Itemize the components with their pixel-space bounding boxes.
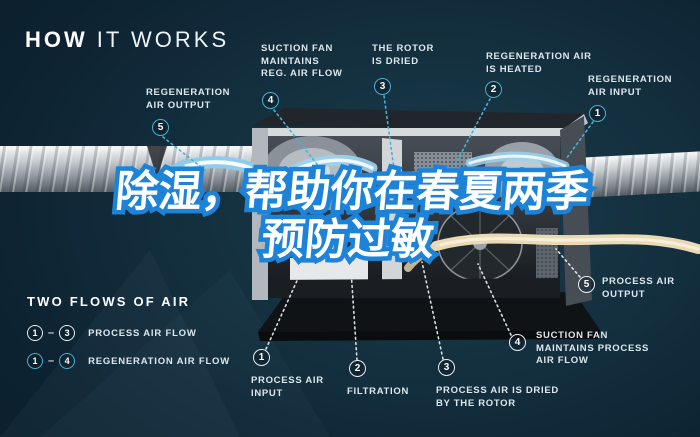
machine-top-rim (252, 108, 584, 130)
title-light: IT WORKS (96, 27, 230, 52)
step-badge-regen-4: 4 (262, 92, 279, 109)
duct-left (0, 146, 256, 192)
callout-suction-fan-reg: SUCTION FAN MAINTAINS REG. AIR FLOW (261, 43, 343, 79)
step-badge-process-3: 3 (438, 359, 455, 376)
step-badge-regen-3: 3 (374, 78, 391, 95)
callout-rotor-is-dried: THE ROTOR IS DRIED (372, 43, 435, 67)
legend-dash: – (48, 355, 55, 367)
legend-circle-to: 4 (59, 353, 76, 369)
filter-mesh (414, 152, 472, 188)
callout-regen-air-heated: REGENERATION AIR IS HEATED (486, 51, 592, 75)
legend-title: TWO FLOWS OF AIR (27, 294, 191, 309)
title-bold: HOW (25, 27, 88, 52)
regen-leader-lines (162, 95, 594, 199)
callout-process-air-dried: PROCESS AIR IS DRIED BY THE ROTOR (436, 385, 559, 409)
page-title: HOW IT WORKS (25, 27, 229, 53)
callout-filtration: FILTRATION (347, 386, 410, 397)
step-badge-process-1: 1 (253, 349, 270, 366)
duct-notch (147, 146, 167, 178)
step-badge-regen-2: 2 (485, 81, 502, 98)
step-badge-process-5: 5 (578, 276, 595, 293)
step-badge-regen-5: 5 (152, 119, 169, 136)
airflow-arrowhead (160, 159, 186, 181)
divider-panel (382, 138, 402, 296)
regen-airflow-ribbon (404, 233, 700, 272)
legend-circle-to: 3 (59, 325, 76, 341)
callout-regen-air-input: REGENERATION AIR INPUT (588, 74, 673, 98)
legend-row-regeneration: 1 – 4 REGENERATION AIR FLOW (27, 353, 230, 369)
legend-row-process: 1 – 3 PROCESS AIR FLOW (27, 325, 197, 341)
process-airflow-ribbons (160, 151, 570, 211)
light-ray (0, 250, 240, 437)
step-badge-regen-1: 1 (589, 105, 606, 122)
step-badge-process-2: 2 (349, 360, 366, 377)
step-badge-process-4: 4 (509, 334, 526, 351)
legend-dash: – (48, 327, 55, 339)
callout-regeneration-air-output: REGENERATION AIR OUTPUT (146, 87, 231, 111)
machine-unit (252, 108, 600, 341)
heater-element (412, 171, 492, 182)
callout-process-air-output: PROCESS AIR OUTPUT (602, 276, 675, 300)
interior-floor (268, 278, 560, 298)
machine-base (258, 292, 600, 332)
process-leader-lines (265, 248, 581, 361)
machine-left-wall (252, 128, 268, 300)
callout-suction-fan-process: SUCTION FAN MAINTAINS PROCESS AIR FLOW (536, 330, 650, 366)
regen-fan (484, 142, 560, 202)
legend-circle-from: 1 (27, 325, 43, 341)
legend-label-process: PROCESS AIR FLOW (88, 327, 197, 339)
interior-box (300, 240, 334, 258)
legend-label-regeneration: REGENERATION AIR FLOW (88, 355, 231, 367)
legend-circle-from: 1 (27, 353, 43, 369)
callout-process-air-input: PROCESS AIR INPUT (251, 375, 324, 399)
machine-top-face (252, 128, 564, 137)
